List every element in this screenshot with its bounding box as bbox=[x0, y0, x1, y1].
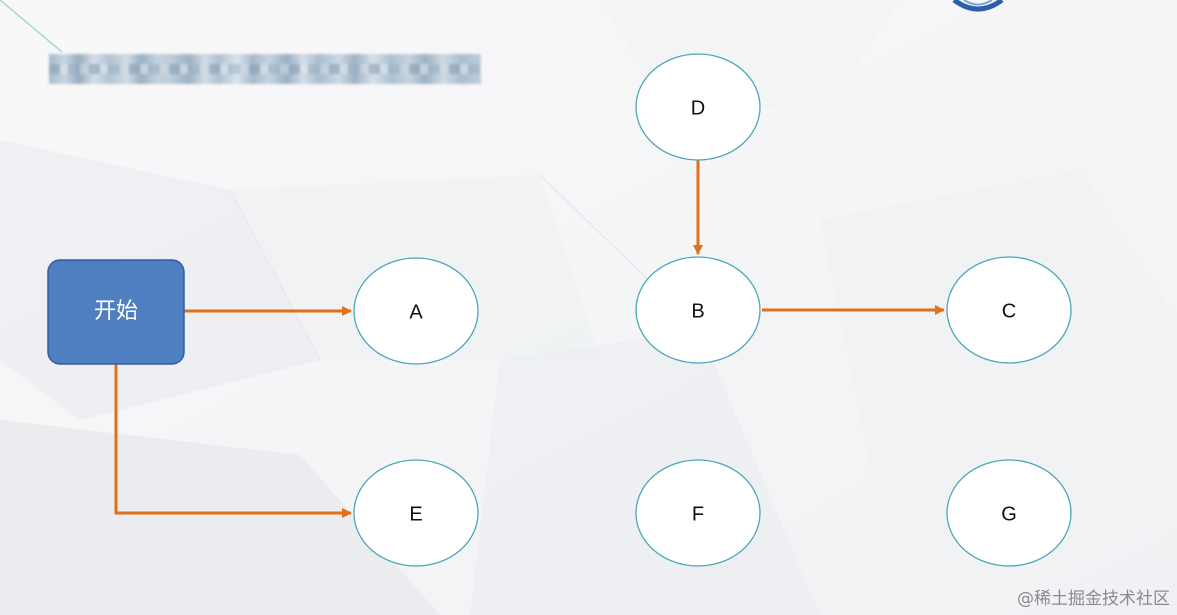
node-c-label: C bbox=[1002, 300, 1016, 322]
start-node: 开始 bbox=[47, 259, 185, 365]
logo-arc-inner bbox=[963, 0, 993, 6]
logo-arc bbox=[952, 0, 1004, 12]
node-a: A bbox=[353, 257, 479, 365]
start-box bbox=[47, 259, 185, 365]
watermark: @稀土掘金技术社区 bbox=[1017, 589, 1170, 609]
node-d: D bbox=[635, 53, 761, 161]
node-a-label: A bbox=[409, 301, 423, 323]
node-f-label: F bbox=[692, 503, 704, 525]
node-g: G bbox=[946, 459, 1072, 567]
logo-icon bbox=[952, 0, 1004, 12]
node-b-circle bbox=[635, 256, 761, 364]
node-g-circle bbox=[946, 459, 1072, 567]
node-d-label: D bbox=[691, 97, 705, 119]
node-b-label: B bbox=[691, 300, 704, 322]
node-e-circle bbox=[353, 459, 479, 567]
node-b: B bbox=[635, 256, 761, 364]
node-e-label: E bbox=[409, 503, 422, 525]
node-e: E bbox=[353, 459, 479, 567]
node-c-circle bbox=[946, 256, 1072, 364]
node-a-circle bbox=[353, 257, 479, 365]
node-c: C bbox=[946, 256, 1072, 364]
node-f: F bbox=[635, 459, 761, 567]
node-f-circle bbox=[635, 459, 761, 567]
node-d-circle bbox=[635, 53, 761, 161]
node-g-label: G bbox=[1001, 503, 1017, 525]
start-label: 开始 bbox=[94, 299, 138, 324]
edge-start-to-e bbox=[114, 364, 352, 518]
blurred-title bbox=[49, 54, 481, 84]
